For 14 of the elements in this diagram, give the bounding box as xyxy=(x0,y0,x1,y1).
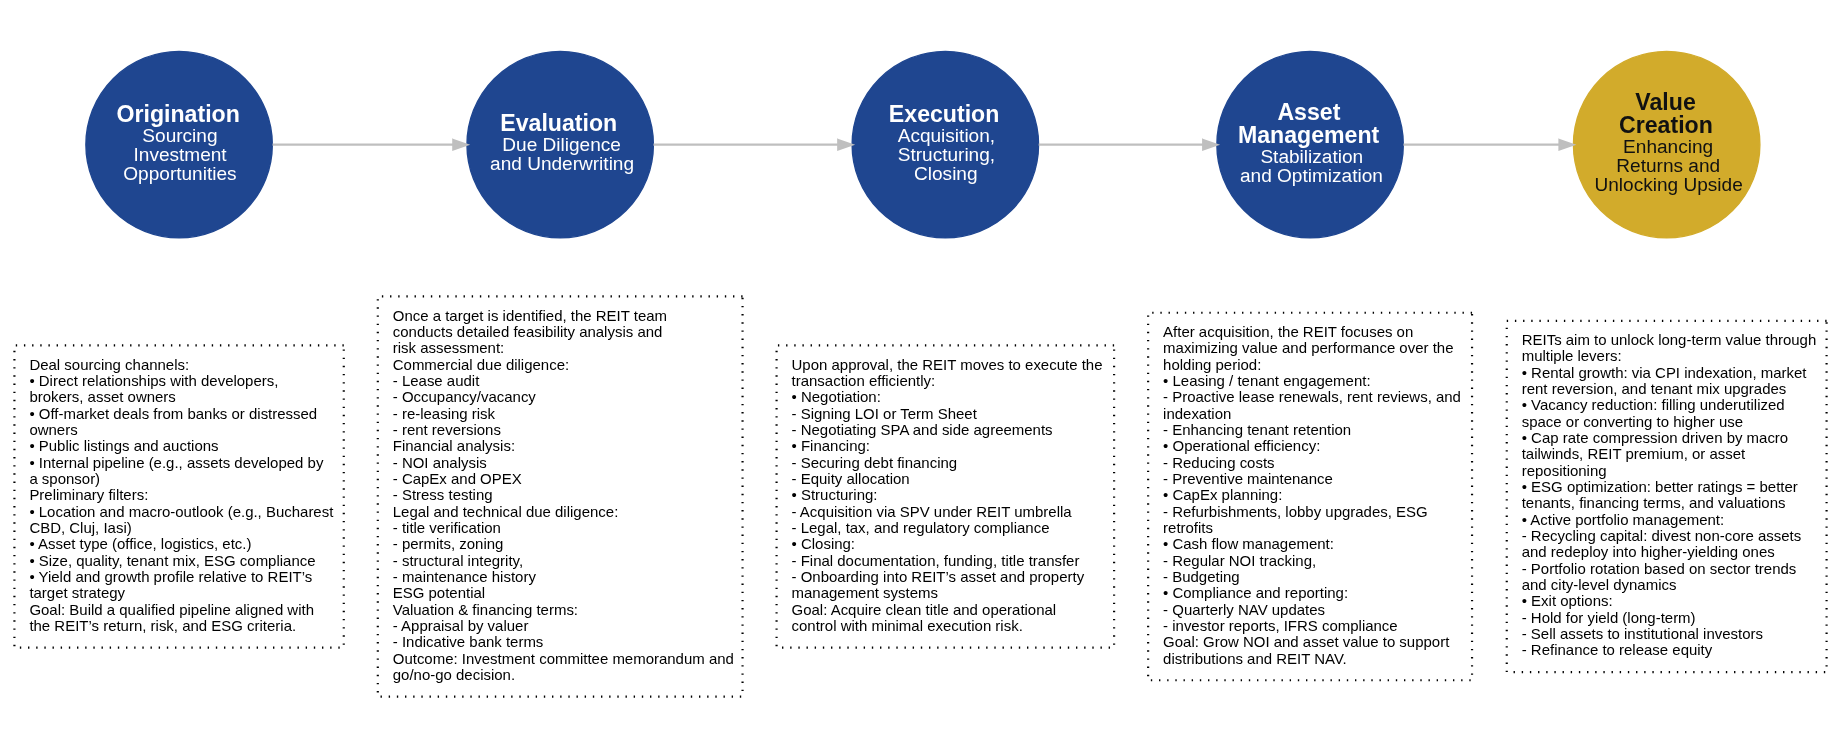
node-box: REITs aim to unlock long-term value through multiple levers: • Rental growth: via CPI indexation, market rent reversion, and tenant mix upgrades • Vacancy reduction: filling underutilized space or converting to higher use • Cap rate compression driven by macro tailwinds, REIT premium, or asset repositioning • ESG optimization: better ratings = better tenants, financing terms, and valuations • Active portfolio management: - Recycling capital: divest non-core assets and redeploy into higher-yielding ones - Portfolio rotation based on sector trends and city-level dynamics • Exit options: - Hold for yield (long-term) - Sell assets to institutional investors - Refinance to release equity xyxy=(1505,319,1828,674)
node-circle: Execution Acquisition, Structuring, Closing xyxy=(851,50,1040,239)
node-circle: Value Creation Enhancing Returns and Unlocking Upside xyxy=(1572,50,1761,239)
node-box: Upon approval, the REIT moves to execute the transaction efficiently: • Negotiation: - Signing LOI or Term Sheet - Negotiating SPA and side agreements • Financing: - Securing debt financing - Equity allocation • Structuring: - Acquisition via SPV under REIT umbrella - Legal, tax, and regulatory compliance • Closing: - Final documentation, funding, title transfer - Onboarding into REIT’s asset and property management systems Goal: Acquire clean title and operational control with minimal execution risk. xyxy=(775,344,1116,649)
node-box: After acquisition, the REIT focuses on maximizing value and performance over the holding period: • Leasing / tenant engagement: - Proactive lease renewals, rent reviews, and indexation - Enhancing tenant retention • Operational efficiency: - Reducing costs - Preventive maintenance • CapEx planning: - Refurbishments, lobby upgrades, ESG retrofits • Cash flow management: - Regular NOI tracking, - Budgeting • Compliance and reporting: - Quarterly NAV updates - investor reports, IFRS compliance Goal: Grow NOI and asset value to support distributions and REIT NAV. xyxy=(1147,311,1474,682)
node-box: Once a target is identified, the REIT team conducts detailed feasibility analysis and risk assessment: Commercial due diligence: - Lease audit - Occupancy/vacancy - re-leasing risk - rent reversions Financial analysis: - NOI analysis - CapEx and OPEX - Stress testing Legal and technical due diligence: - title verification - permits, zoning - structural integrity, - maintenance history ESG potential Valuation & financing terms: - Appraisal by valuer - Indicative bank terms Outcome: Investment committee memorandum and go/no-go decision. xyxy=(376,295,744,698)
node-circle: Asset Management Stabilization and Optimization xyxy=(1216,50,1404,239)
node-box: Deal sourcing channels: • Direct relationships with developers, brokers, asset owners • Off-market deals from banks or distressed owners • Public listings and auctions • Internal pipeline (e.g., assets developed by a sponsor) Preliminary filters: • Location and macro-outlook (e.g., Bucharest CBD, Cluj, Iasi) • Asset type (office, logistics, etc.) • Size, quality, tenant mix, ESG compliance • Yield and growth profile relative to REIT’s target strategy Goal: Build a qualified pipeline aligned with the REIT’s return, risk, and ESG criteria. xyxy=(13,344,345,649)
node-circle: Evaluation Due Diligence and Underwriting xyxy=(466,50,655,239)
arrow xyxy=(1038,138,1221,151)
arrow xyxy=(653,138,856,151)
node-circle: Origination Sourcing Investment Opportunities xyxy=(85,50,273,239)
arrow xyxy=(1403,138,1577,151)
arrow xyxy=(272,138,471,151)
